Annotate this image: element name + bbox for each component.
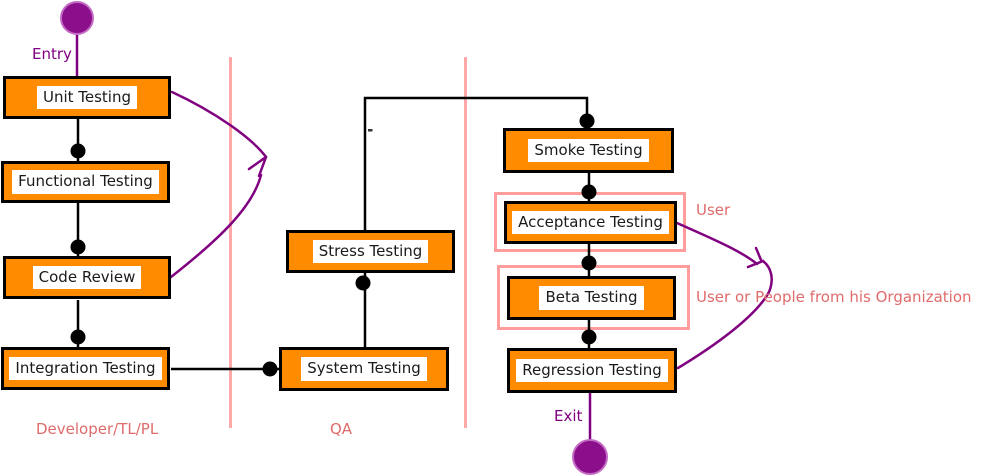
feedback-curve-acceptance-side — [675, 221, 759, 266]
node-acceptance-testing: Acceptance Testing — [504, 201, 677, 244]
flow-dot — [70, 239, 86, 255]
flow-dot — [581, 329, 597, 345]
node-regression-testing-label: Regression Testing — [516, 358, 668, 383]
flow-dot — [355, 275, 371, 291]
node-beta-testing-label: Beta Testing — [539, 286, 644, 310]
feedback-curve-codereview-side — [169, 173, 263, 279]
flow-dot — [579, 113, 595, 129]
lane-label-qa: QA — [330, 420, 353, 438]
annotation-label-user: User — [696, 201, 731, 219]
node-code-review: Code Review — [3, 256, 171, 299]
node-smoke-testing-label: Smoke Testing — [528, 138, 649, 163]
flow-dot — [581, 255, 597, 271]
connector-stress-smoke — [363, 96, 589, 230]
flow-dot — [581, 184, 597, 200]
flow-dot — [70, 329, 86, 345]
node-integration-testing-label: Integration Testing — [9, 356, 162, 381]
node-functional-testing: Functional Testing — [1, 161, 170, 203]
node-system-testing: System Testing — [279, 347, 449, 391]
node-smoke-testing: Smoke Testing — [503, 128, 674, 173]
node-stress-testing: Stress Testing — [286, 230, 455, 273]
node-code-review-label: Code Review — [32, 265, 142, 290]
exit-node — [572, 439, 608, 475]
node-beta-testing: Beta Testing — [507, 276, 676, 320]
entry-label: Entry — [32, 45, 72, 63]
feedback-curve-unit-side — [170, 90, 268, 159]
annotation-label-user-organization: User or People from his Organization — [696, 288, 972, 306]
node-system-testing-label: System Testing — [301, 357, 427, 381]
feedback-arrowhead-left — [247, 155, 268, 178]
stray-dash-mark — [368, 129, 373, 132]
node-regression-testing: Regression Testing — [507, 348, 677, 393]
feedback-curve-regression-side — [676, 259, 773, 370]
feedback-arrowhead-right — [746, 246, 765, 269]
node-integration-testing: Integration Testing — [1, 347, 170, 390]
node-stress-testing-label: Stress Testing — [312, 239, 429, 264]
flow-dot — [262, 361, 278, 377]
node-unit-testing: Unit Testing — [3, 76, 171, 119]
flow-dot — [70, 143, 86, 159]
lane-label-developer: Developer/TL/PL — [36, 420, 159, 438]
node-unit-testing-label: Unit Testing — [36, 85, 138, 110]
node-functional-testing-label: Functional Testing — [12, 170, 159, 194]
exit-label: Exit — [554, 407, 583, 425]
entry-node — [60, 1, 94, 35]
node-acceptance-testing-label: Acceptance Testing — [512, 210, 669, 235]
